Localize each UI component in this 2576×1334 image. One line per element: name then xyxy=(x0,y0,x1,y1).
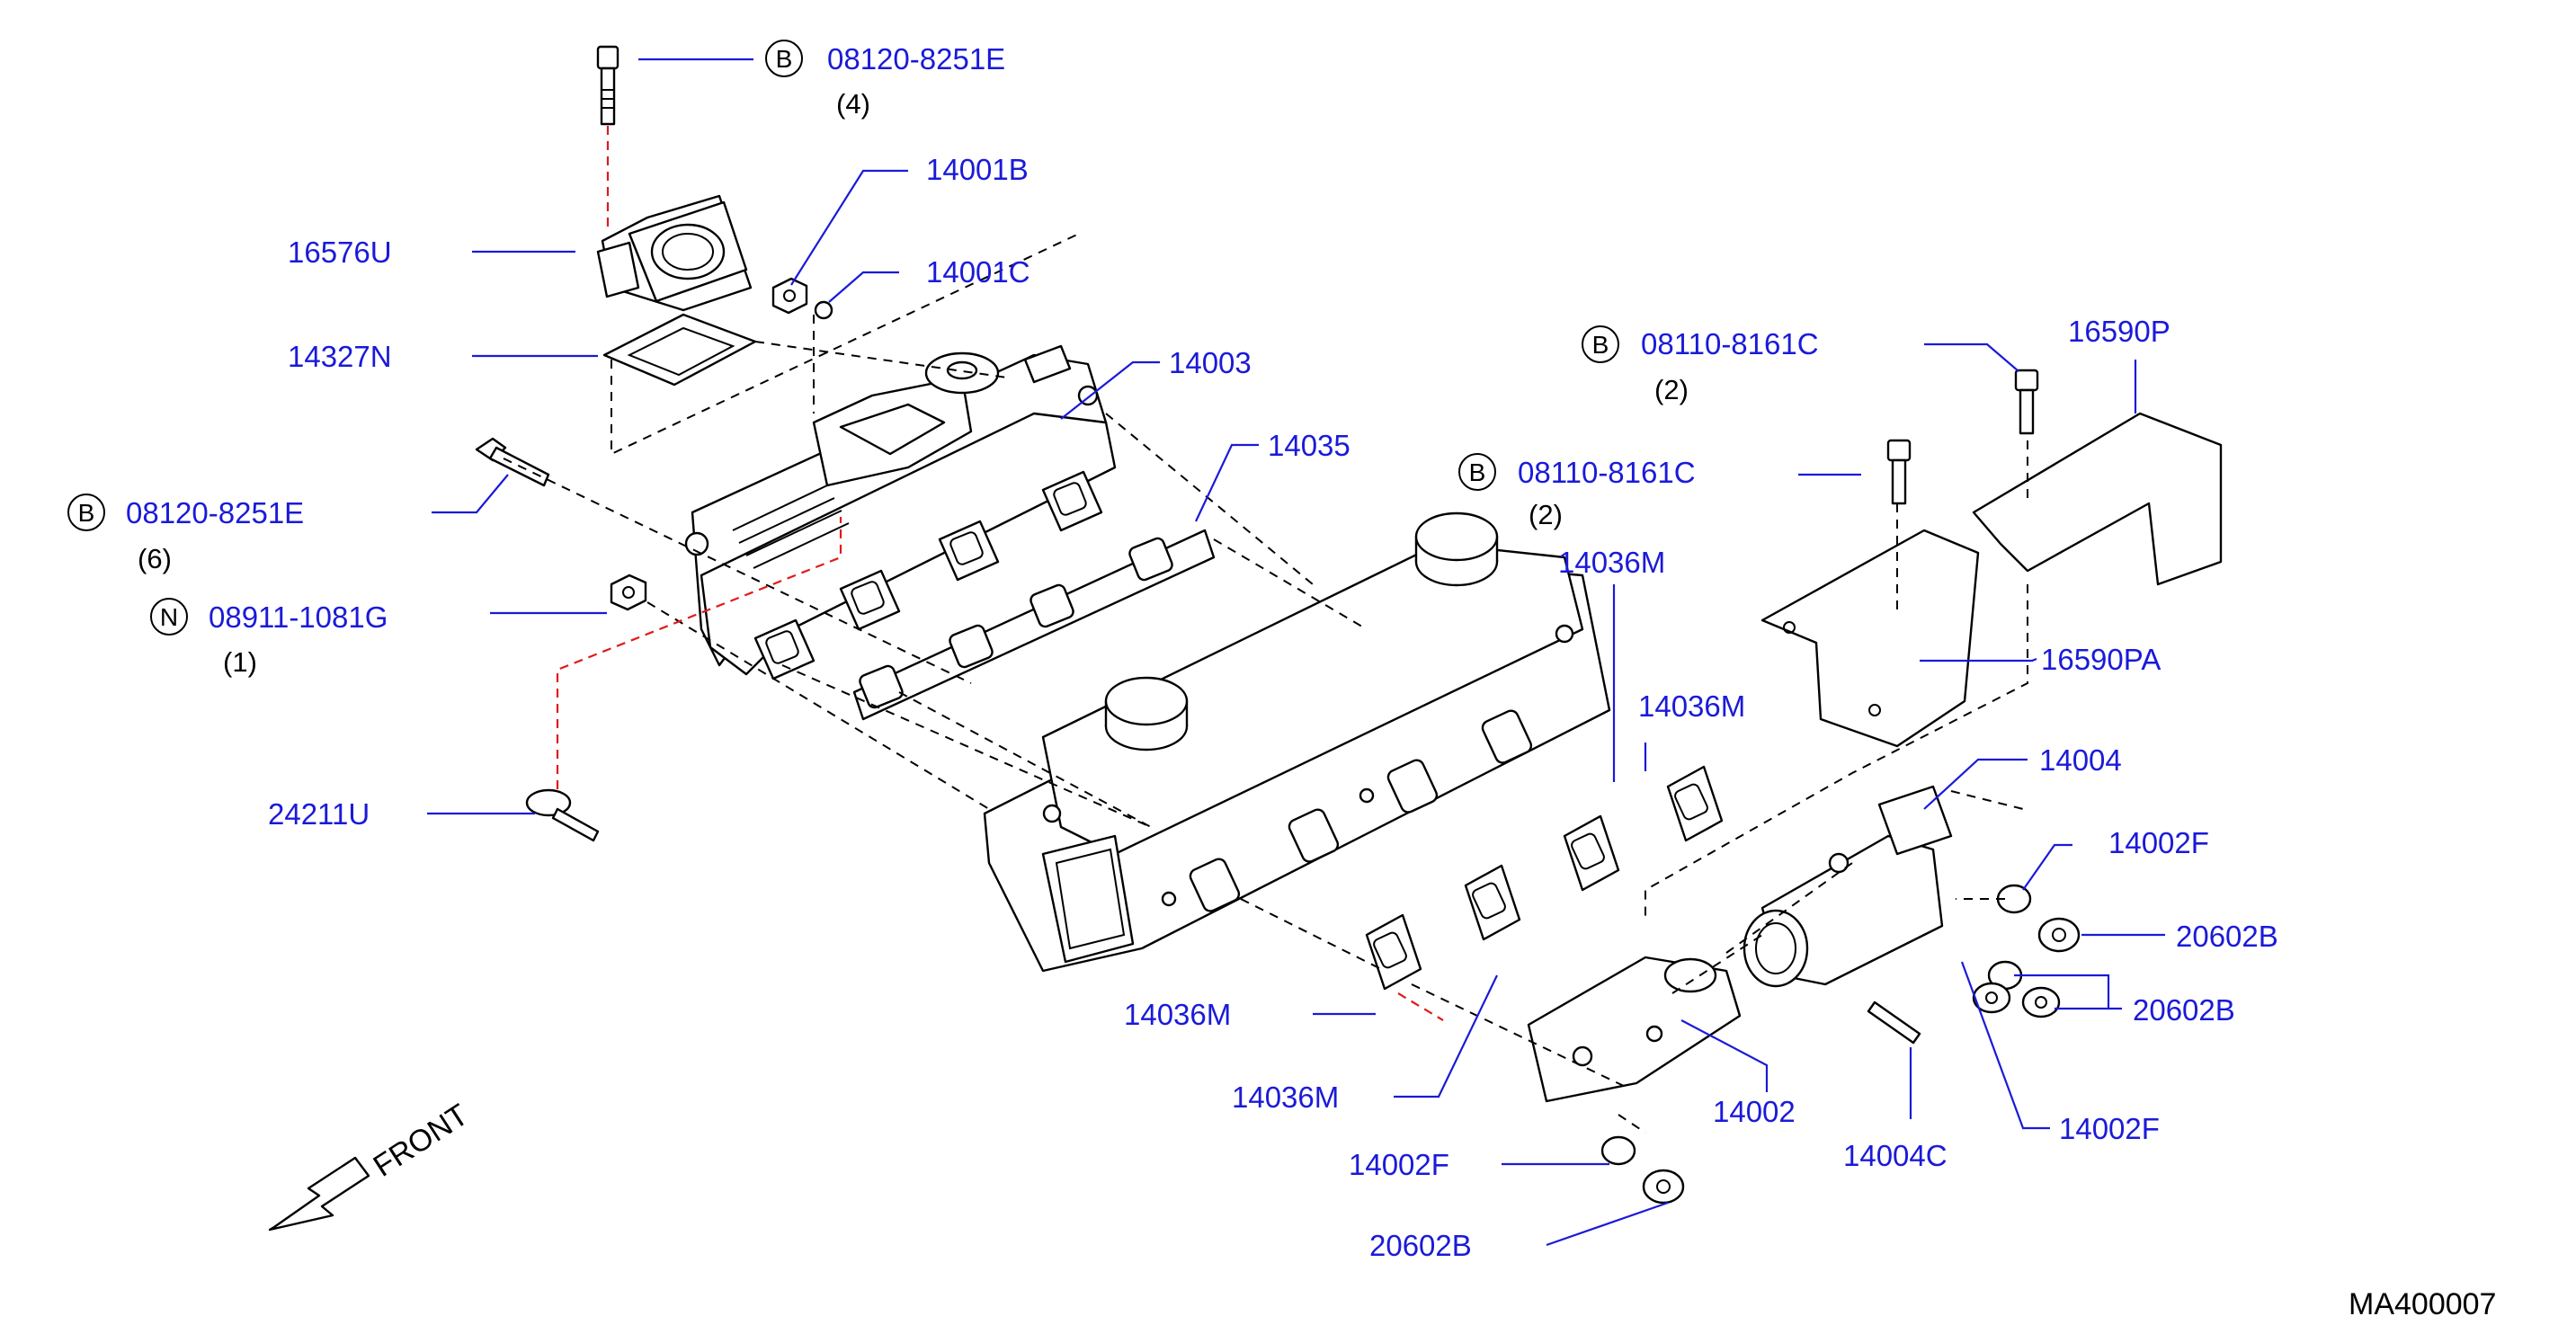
circle-symbol-b2: B xyxy=(78,499,95,527)
label-08110-8161C-a: 08110-8161C xyxy=(1641,327,1819,360)
throttle-adapter-16576U xyxy=(596,194,753,312)
label-16576U: 16576U xyxy=(288,236,392,269)
stud-14004C xyxy=(1867,1000,1921,1045)
label-20602B-a: 20602B xyxy=(2176,920,2278,953)
intake-gasket-14035 xyxy=(852,529,1216,721)
qty-08911: (1) xyxy=(223,646,257,678)
cylinder-head xyxy=(983,511,1611,973)
heat-shield-16590PA xyxy=(1760,529,1980,748)
bolt-08110-b xyxy=(1886,439,1912,505)
exhaust-gaskets-14036M xyxy=(1365,765,1724,991)
label-08110-8161C-b: 08110-8161C xyxy=(1518,456,1696,489)
qty-08120-top: (4) xyxy=(836,88,870,120)
label-14001B: 14001B xyxy=(926,153,1029,186)
qty-08120-left: (6) xyxy=(138,543,172,574)
label-14036M-b: 14036M xyxy=(1638,689,1745,723)
front-label: FRONT xyxy=(368,1098,475,1184)
label-14035: 14035 xyxy=(1268,429,1350,462)
circle-symbols: B B N B B xyxy=(67,40,1619,636)
label-08120-8251E-left: 08120-8251E xyxy=(126,496,304,529)
qty-08110-a: (2) xyxy=(1654,374,1689,405)
label-16590PA: 16590PA xyxy=(2041,643,2161,676)
label-14001C: 14001C xyxy=(926,255,1030,289)
intake-ports xyxy=(753,470,1103,680)
label-20602B-c: 20602B xyxy=(1369,1229,1472,1262)
label-14036M-a: 14036M xyxy=(1558,546,1665,579)
gasket-14327N xyxy=(602,313,757,387)
nut-14001B xyxy=(771,277,808,315)
circle-symbol-b3: B xyxy=(1592,331,1609,359)
circle-symbol-b1: B xyxy=(776,45,793,73)
assembly-dashed-lines xyxy=(503,233,2028,1134)
bolt-08120-top xyxy=(596,45,619,126)
diagram-code: MA400007 xyxy=(2349,1287,2496,1321)
label-14036M-d: 14036M xyxy=(1232,1081,1339,1114)
nut-08911 xyxy=(610,574,647,611)
label-08120-8251E-top: 08120-8251E xyxy=(827,42,1005,76)
label-08911-1081G: 08911-1081G xyxy=(209,600,388,634)
label-14036M-c: 14036M xyxy=(1124,998,1231,1031)
label-14002: 14002 xyxy=(1713,1095,1796,1128)
washer-14001C xyxy=(814,300,833,320)
intake-manifold-14003 xyxy=(684,344,1117,680)
label-14003: 14003 xyxy=(1169,346,1252,379)
part-labels: 08120-8251E (4) 14001B 16576U 14001C 143… xyxy=(126,42,2278,1262)
label-14004C: 14004C xyxy=(1843,1139,1948,1172)
label-24211U: 24211U xyxy=(268,797,370,831)
bolt-08120-left xyxy=(475,437,550,487)
heat-shield-16590P xyxy=(1972,412,2223,586)
label-14327N: 14327N xyxy=(288,340,392,373)
label-14004: 14004 xyxy=(2039,743,2122,777)
label-14002F-a: 14002F xyxy=(2108,826,2209,859)
label-14002F-b: 14002F xyxy=(2059,1112,2160,1145)
label-20602B-b: 20602B xyxy=(2133,993,2235,1027)
qty-08110-b: (2) xyxy=(1529,499,1563,530)
circle-symbol-b4: B xyxy=(1469,458,1486,486)
red-dashed-lines xyxy=(556,126,1444,1021)
label-16590P: 16590P xyxy=(2068,315,2170,348)
exhaust-manifold-14004 xyxy=(1743,785,1953,988)
front-arrow: FRONT xyxy=(268,1098,475,1232)
bolt-08110-a xyxy=(2014,369,2039,435)
nuts-right xyxy=(1600,884,2081,1205)
leader-lines xyxy=(427,58,2165,1247)
circle-symbol-n1: N xyxy=(160,603,178,631)
exhaust-manifold-14002 xyxy=(1527,956,1742,1103)
clamp-24211U xyxy=(525,788,600,842)
label-14002F-c: 14002F xyxy=(1349,1148,1449,1181)
